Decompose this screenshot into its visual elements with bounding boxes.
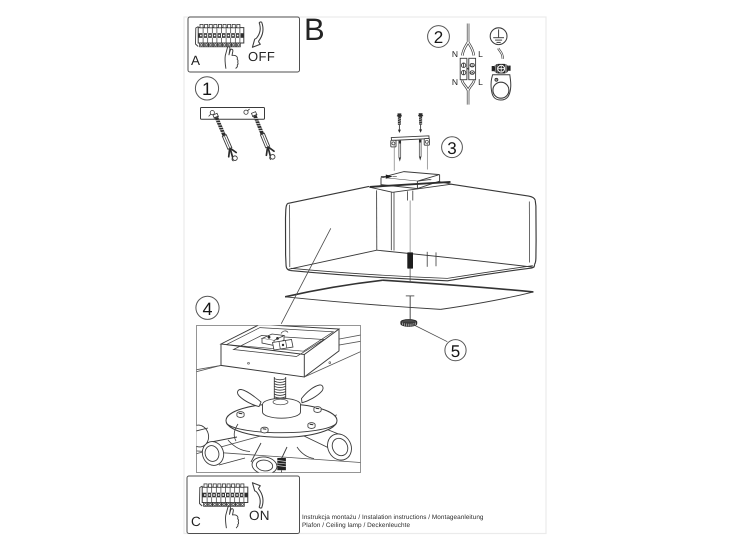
step2-number: 2 [433, 27, 444, 47]
footer-text: Instrukcja montażu / Instalation instruc… [302, 514, 484, 530]
finial-knob [400, 296, 418, 327]
fixing-screw [396, 112, 403, 134]
power-off-box [187, 16, 300, 73]
threaded-rods [398, 139, 422, 162]
step1-number: 1 [201, 79, 212, 99]
finial-leader-line [413, 324, 448, 343]
step2-circle [427, 25, 450, 48]
round-mounting-plate [225, 403, 338, 438]
circuit-breaker-icon [195, 23, 245, 48]
lamp-sockets [196, 424, 352, 473]
fixing-screw [417, 112, 424, 134]
wall-anchor-screw [210, 111, 240, 164]
detail-leader-line [280, 228, 332, 324]
curved-arrow-up-icon [251, 482, 264, 509]
circuit-breaker-icon [199, 483, 249, 507]
step5-number: 5 [450, 341, 461, 361]
junction-terminal [260, 330, 294, 351]
terminal-block [459, 57, 477, 81]
detail-view-drawing [196, 325, 361, 473]
earth-symbol-icon [489, 27, 508, 46]
curved-arrow-down-icon [251, 21, 264, 48]
step2-wiring [427, 22, 512, 106]
step5-circle [444, 339, 467, 362]
footer-line-1: Instrukcja montażu / Instalation instruc… [302, 513, 484, 521]
section-label-b: B [304, 12, 325, 47]
step4-circle [195, 295, 220, 320]
step1-mounting-bracket [194, 76, 278, 164]
ceiling-canopy [369, 171, 452, 193]
panel-on-label: C [191, 514, 201, 529]
wire-label-n-top: N [451, 49, 459, 59]
mounting-strap [390, 135, 430, 148]
lamp-assembly [280, 171, 537, 343]
wire-label-l-top: L [478, 49, 483, 59]
step4-number: 4 [202, 298, 213, 319]
step1-circle [194, 76, 220, 101]
wing-nut [237, 384, 324, 419]
threaded-tube [407, 252, 413, 269]
guide-lines [393, 142, 428, 171]
step4-detail [195, 295, 361, 473]
threaded-nipple [277, 458, 286, 473]
wire-label-n-bottom: N [451, 76, 459, 87]
page-frame [183, 16, 547, 535]
step3-number: 3 [447, 138, 457, 158]
footer-line-2: Plafon / Ceiling lamp / Deckenleuchte [302, 521, 411, 529]
panel-on-action: ON [249, 508, 270, 523]
panel-off-action: OFF [248, 48, 276, 64]
wire-label-l-bottom: L [478, 76, 483, 87]
panel-off-label: A [191, 53, 201, 68]
diffuser-panel [284, 279, 534, 310]
ground-clamp [490, 63, 512, 101]
power-on-box [186, 475, 300, 534]
lampshade-outline [284, 183, 537, 282]
step3-hanging [390, 112, 463, 171]
shade-interior [288, 190, 535, 270]
earth-wire [497, 47, 504, 59]
step3-circle [441, 136, 463, 159]
supply-wire [460, 22, 476, 106]
